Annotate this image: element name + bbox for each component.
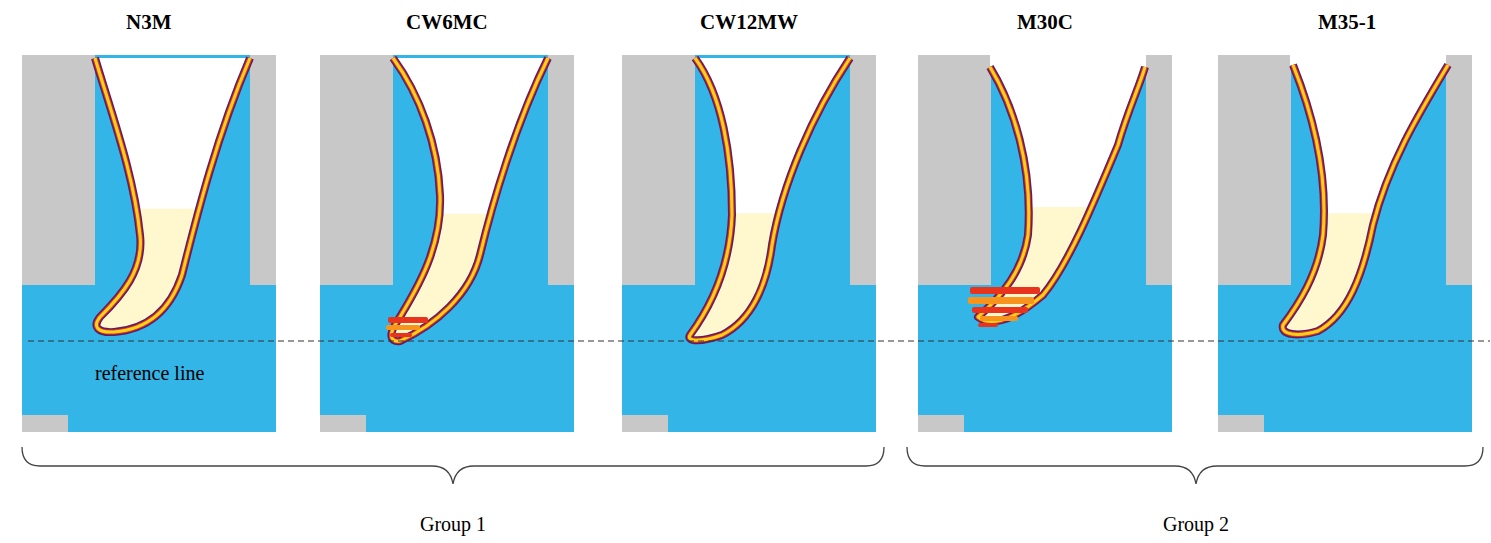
cavity bbox=[391, 58, 548, 341]
cavity-panel bbox=[918, 55, 1172, 432]
cavity-edge bbox=[689, 58, 850, 340]
cavity-edge bbox=[391, 58, 548, 341]
cavity-panel bbox=[1218, 55, 1472, 432]
cavity-edge bbox=[978, 67, 1145, 322]
flow-front bbox=[980, 316, 1018, 321]
mould-wall bbox=[1218, 415, 1264, 432]
cavity-edge bbox=[95, 58, 250, 332]
mould-wall bbox=[1218, 55, 1472, 432]
mould-wall bbox=[22, 415, 68, 432]
cavity-edge bbox=[95, 58, 250, 332]
cavity bbox=[978, 67, 1145, 322]
cavity-panels bbox=[22, 55, 1472, 432]
mould-wall bbox=[622, 55, 876, 432]
cavity-edge bbox=[95, 58, 250, 332]
cavity-edge bbox=[689, 58, 850, 340]
mould-wall bbox=[320, 415, 366, 432]
flow-front bbox=[972, 307, 1028, 313]
cavity-panel bbox=[622, 55, 876, 432]
flow-front bbox=[388, 317, 428, 323]
cavity-panel bbox=[320, 55, 574, 432]
mould-wall bbox=[918, 55, 1172, 432]
cavity bbox=[95, 58, 250, 332]
mould-wall bbox=[918, 415, 964, 432]
cavity-tint bbox=[1283, 65, 1448, 334]
reference-line bbox=[28, 340, 1490, 341]
cavity-edge bbox=[1283, 65, 1448, 334]
cavity-tint bbox=[689, 58, 850, 340]
cavity bbox=[1283, 65, 1448, 334]
panel-title: N3M bbox=[126, 10, 172, 35]
melt-region bbox=[918, 285, 1172, 432]
flow-front bbox=[390, 333, 412, 337]
flow-front bbox=[386, 325, 420, 330]
cavity-edge bbox=[1283, 65, 1448, 334]
cavity-tint bbox=[391, 58, 548, 341]
group-bracket bbox=[22, 447, 884, 484]
panel-title: M30C bbox=[1017, 10, 1073, 35]
cavity-edge bbox=[689, 58, 850, 340]
cavity-edge bbox=[978, 67, 1145, 322]
flow-front bbox=[968, 297, 1034, 304]
mould-wall bbox=[622, 415, 668, 432]
cavity-tint bbox=[95, 58, 250, 332]
panel-title: CW12MW bbox=[700, 10, 798, 35]
cavity-edge bbox=[1283, 65, 1448, 334]
cavity bbox=[1290, 55, 1446, 65]
mould-wall bbox=[22, 55, 276, 432]
cavity-edge bbox=[391, 58, 548, 341]
panel-title: CW6MC bbox=[406, 10, 488, 35]
cavity-edge bbox=[978, 67, 1145, 322]
flow-front bbox=[978, 323, 998, 327]
cavity-panel bbox=[22, 55, 276, 432]
group-bracket bbox=[907, 447, 1483, 484]
cavity-edge bbox=[391, 58, 548, 341]
annotation-label: Group 2 bbox=[1163, 513, 1229, 536]
annotation-label: reference line bbox=[95, 362, 204, 385]
cavity-tint bbox=[978, 67, 1145, 322]
flow-front bbox=[970, 287, 1040, 294]
panel-title: M35-1 bbox=[1318, 10, 1376, 35]
cavity bbox=[689, 58, 850, 340]
mould-wall bbox=[320, 55, 574, 432]
cavity bbox=[990, 55, 1146, 67]
annotation-label: Group 1 bbox=[420, 513, 486, 536]
